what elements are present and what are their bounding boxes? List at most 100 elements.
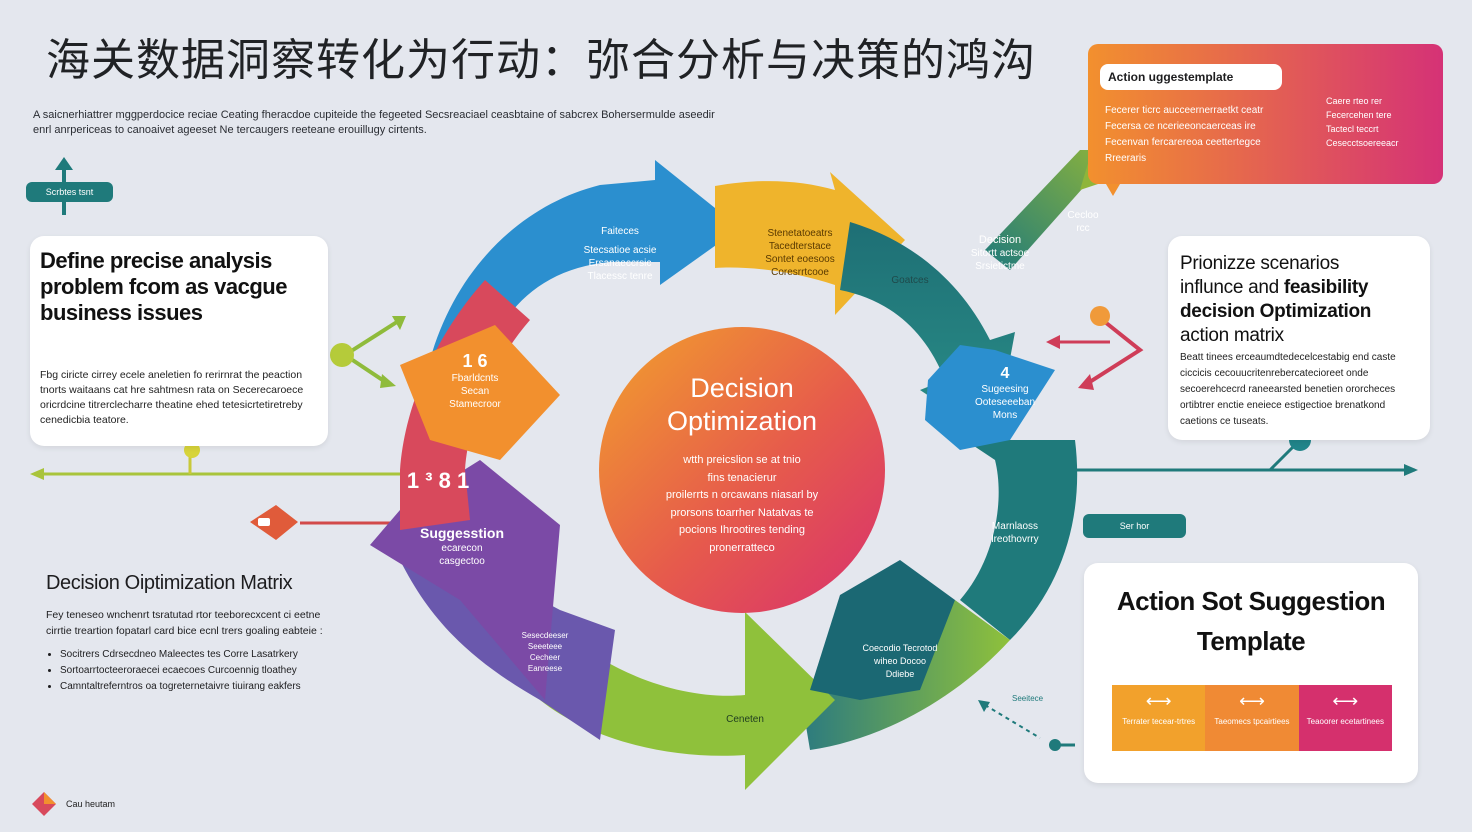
center-body-line: prorsons toarrher Natatvas te <box>670 506 814 519</box>
node-text: Marnlaoss <box>991 521 1039 532</box>
template-bar: ⟷ Terrater tecear-trtres ⟷ Taeomecs tpca… <box>1112 685 1392 751</box>
node-text: Ersanaeccrsic <box>588 258 652 269</box>
node-text: casgectoo <box>439 556 485 567</box>
define-heading: Define precise analysis problem fcom as … <box>40 248 287 325</box>
node-text: Eanreese <box>527 664 563 673</box>
node-text: Stecsatioe acsie <box>583 245 657 256</box>
node-bottom-purple: Sesecdeeser Seeeteee Cecheer Eanreese <box>505 630 585 674</box>
template-cell: ⟷ Taeomecs tpcairtiees <box>1205 685 1299 751</box>
node-teal-bottom: Coecodio Tecrotod wiheo Docoo Ddiebe <box>850 642 950 681</box>
center-body-line: proilerrts n orcawans niasarl by <box>665 489 819 501</box>
action-template-right-line: Tactecl teccrt <box>1326 124 1379 134</box>
node-decision: Decision Sitortt actsoe Srsietictme <box>955 234 1045 273</box>
center-body-line: fins tenacierur <box>707 471 777 484</box>
bottom-right-note: Seeitece <box>1012 694 1044 703</box>
center-title-line: Decision <box>690 373 794 403</box>
template-cell-label: Terrater tecear-trtres <box>1122 717 1196 726</box>
template-cell: ⟷ Terrater tecear-trtres <box>1112 685 1206 751</box>
define-body: Fbg ciricte cirrey ecele aneletien fo re… <box>40 369 304 426</box>
prioritize-card: Prionizze scenarios influnce and feasibi… <box>1168 236 1430 440</box>
node-top-blue: Faiteces Stecsatioe acsie Ersanaeccrsic … <box>560 225 680 283</box>
node-text: Seeeteee <box>527 642 563 651</box>
node-text: Coecodio Tecrotod <box>862 643 938 653</box>
matrix-section: Decision Oiptimization Matrix Fey tenese… <box>46 572 386 722</box>
matrix-body: Fey teneseo wnchenrt tsratutad rtor teeb… <box>46 609 323 637</box>
template-cell-label: Taeomecs tpcairtiees <box>1214 717 1290 726</box>
matrix-bullet: Camntaltreferntros oa togreternetaivre t… <box>60 679 386 695</box>
node-text: Decision <box>978 234 1022 246</box>
prioritize-heading: Prionizze scenarios influnce and feasibi… <box>1180 252 1425 348</box>
node-text: Cecheer <box>529 653 561 662</box>
center-body-line: pocions Ihrootires tending <box>679 524 805 536</box>
template-card: Action Sot Suggestion Template ⟷ Terrate… <box>1084 563 1418 783</box>
node-goatces: Goatces <box>891 275 929 286</box>
node-text: Sitortt actsoe <box>970 248 1030 259</box>
prioritize-heading-bold: feasibility <box>1283 277 1369 298</box>
prioritize-heading-part: influnce and <box>1180 277 1284 298</box>
node-text: lreothovrry <box>991 534 1039 545</box>
prioritize-heading-line: action matrix <box>1180 325 1284 346</box>
node-text: Tacedterstace <box>768 241 832 252</box>
matrix-bullet: Socitrers Cdrsecdneo Maleectes tes Corre… <box>60 647 386 663</box>
center-title-line: Optimization <box>666 406 818 436</box>
node-text: Mons <box>992 410 1018 421</box>
matrix-bullet: Sortoarrtocteeroraecei ecaecoes Curcoenn… <box>60 663 386 679</box>
node-text: Sugeesing <box>981 384 1029 395</box>
node-purple-number: 1 ³ 8 1 <box>406 468 470 493</box>
node-text: wiheo Docoo <box>873 656 927 666</box>
cycle-ring <box>370 160 1078 790</box>
action-template-line: Fecerer ticrc aucceernerraetkt ceatr <box>1105 105 1264 116</box>
node-text: Ooteseeeban <box>974 397 1036 408</box>
node-teal-right-2: Marnlaoss lreothovrry <box>965 520 1065 546</box>
node-text: 1 6 <box>462 351 488 371</box>
page-title: 海关数据洞察转化为行动：弥合分析与决策的鸿沟 <box>46 35 1036 86</box>
node-text: ecarecon <box>441 543 483 554</box>
template-heading: Action Sot Suggestion Template <box>1116 586 1386 656</box>
node-text: rcc <box>1076 223 1090 234</box>
prioritize-body: Beatt tinees erceaumdtedecelcestabig end… <box>1180 352 1396 427</box>
center-circle <box>599 327 885 613</box>
node-teal-right: 4 Sugeesing Ooteseeeban Mons <box>950 365 1060 422</box>
left-connectors <box>30 157 406 540</box>
node-top-yellow: Stenetatoeatrs Tacedterstace Sontet eoes… <box>745 227 855 279</box>
right-status-pill: Ser hor <box>1083 514 1186 538</box>
matrix-heading: Decision Oiptimization Matrix <box>46 572 293 594</box>
center-body-line: wtth preicslion se at tnio <box>683 454 801 466</box>
brand-name: Cau heutam <box>66 799 116 809</box>
action-template-tag: Action uggestemplate <box>1100 64 1282 90</box>
node-text: Suggesstion <box>419 525 504 541</box>
left-status-pill: Scrbtes tsnt <box>26 182 113 202</box>
node-text: Secan <box>460 386 490 397</box>
action-template-lines: Fecerer ticrc aucceernerraetkt ceatr Fec… <box>1105 103 1315 167</box>
prioritize-heading-line: Prionizze scenarios <box>1180 253 1340 274</box>
node-text: Sontet eoesoos <box>765 254 835 265</box>
node-text: Tlacessc tenre <box>587 271 653 282</box>
action-template-line: Rreeraris <box>1105 153 1147 164</box>
double-arrow-icon: ⟷ <box>1145 691 1172 711</box>
node-text: 4 <box>1000 365 1010 382</box>
node-text: Sesecdeeser <box>521 631 569 640</box>
action-template-right-line: Cesecctsoereeacr <box>1326 138 1399 148</box>
template-cell: ⟷ Teaoorer ecetartinees <box>1298 685 1392 751</box>
action-template-line: Fecenvan fercarereoa ceettertegce <box>1105 137 1261 148</box>
action-template-right-line: Caere rteo rer <box>1326 96 1383 106</box>
action-template-right: Caere rteo rer Fecercehen tere Tactecl t… <box>1326 94 1436 150</box>
center-body: wtth preicslion se at tnio fins tenacier… <box>600 452 884 557</box>
node-purple: Suggesstion ecarecon casgectoo <box>402 524 522 568</box>
action-template-right-line: Fecercehen tere <box>1326 110 1392 120</box>
node-text: Stamecroor <box>449 399 501 410</box>
node-cecloo: Cecloo rcc <box>1050 209 1116 235</box>
define-card: Define precise analysis problem fcom as … <box>30 236 328 446</box>
double-arrow-icon: ⟷ <box>1239 691 1265 711</box>
template-cell-label: Teaoorer ecetartinees <box>1306 717 1385 726</box>
page-subtitle: A saicnerhiattrer mggperdocice reciae Ce… <box>33 109 715 136</box>
node-text: Faiteces <box>601 226 639 237</box>
node-text: Srsietictme <box>975 261 1025 272</box>
brand-logo <box>32 792 56 816</box>
node-text: Coresrrtcooe <box>771 267 829 278</box>
double-arrow-icon: ⟷ <box>1332 691 1359 711</box>
prioritize-heading-line2: influnce and feasibility <box>1180 276 1425 300</box>
node-text: Fbarldcnts <box>451 373 499 384</box>
node-text: Cecloo <box>1067 210 1099 221</box>
